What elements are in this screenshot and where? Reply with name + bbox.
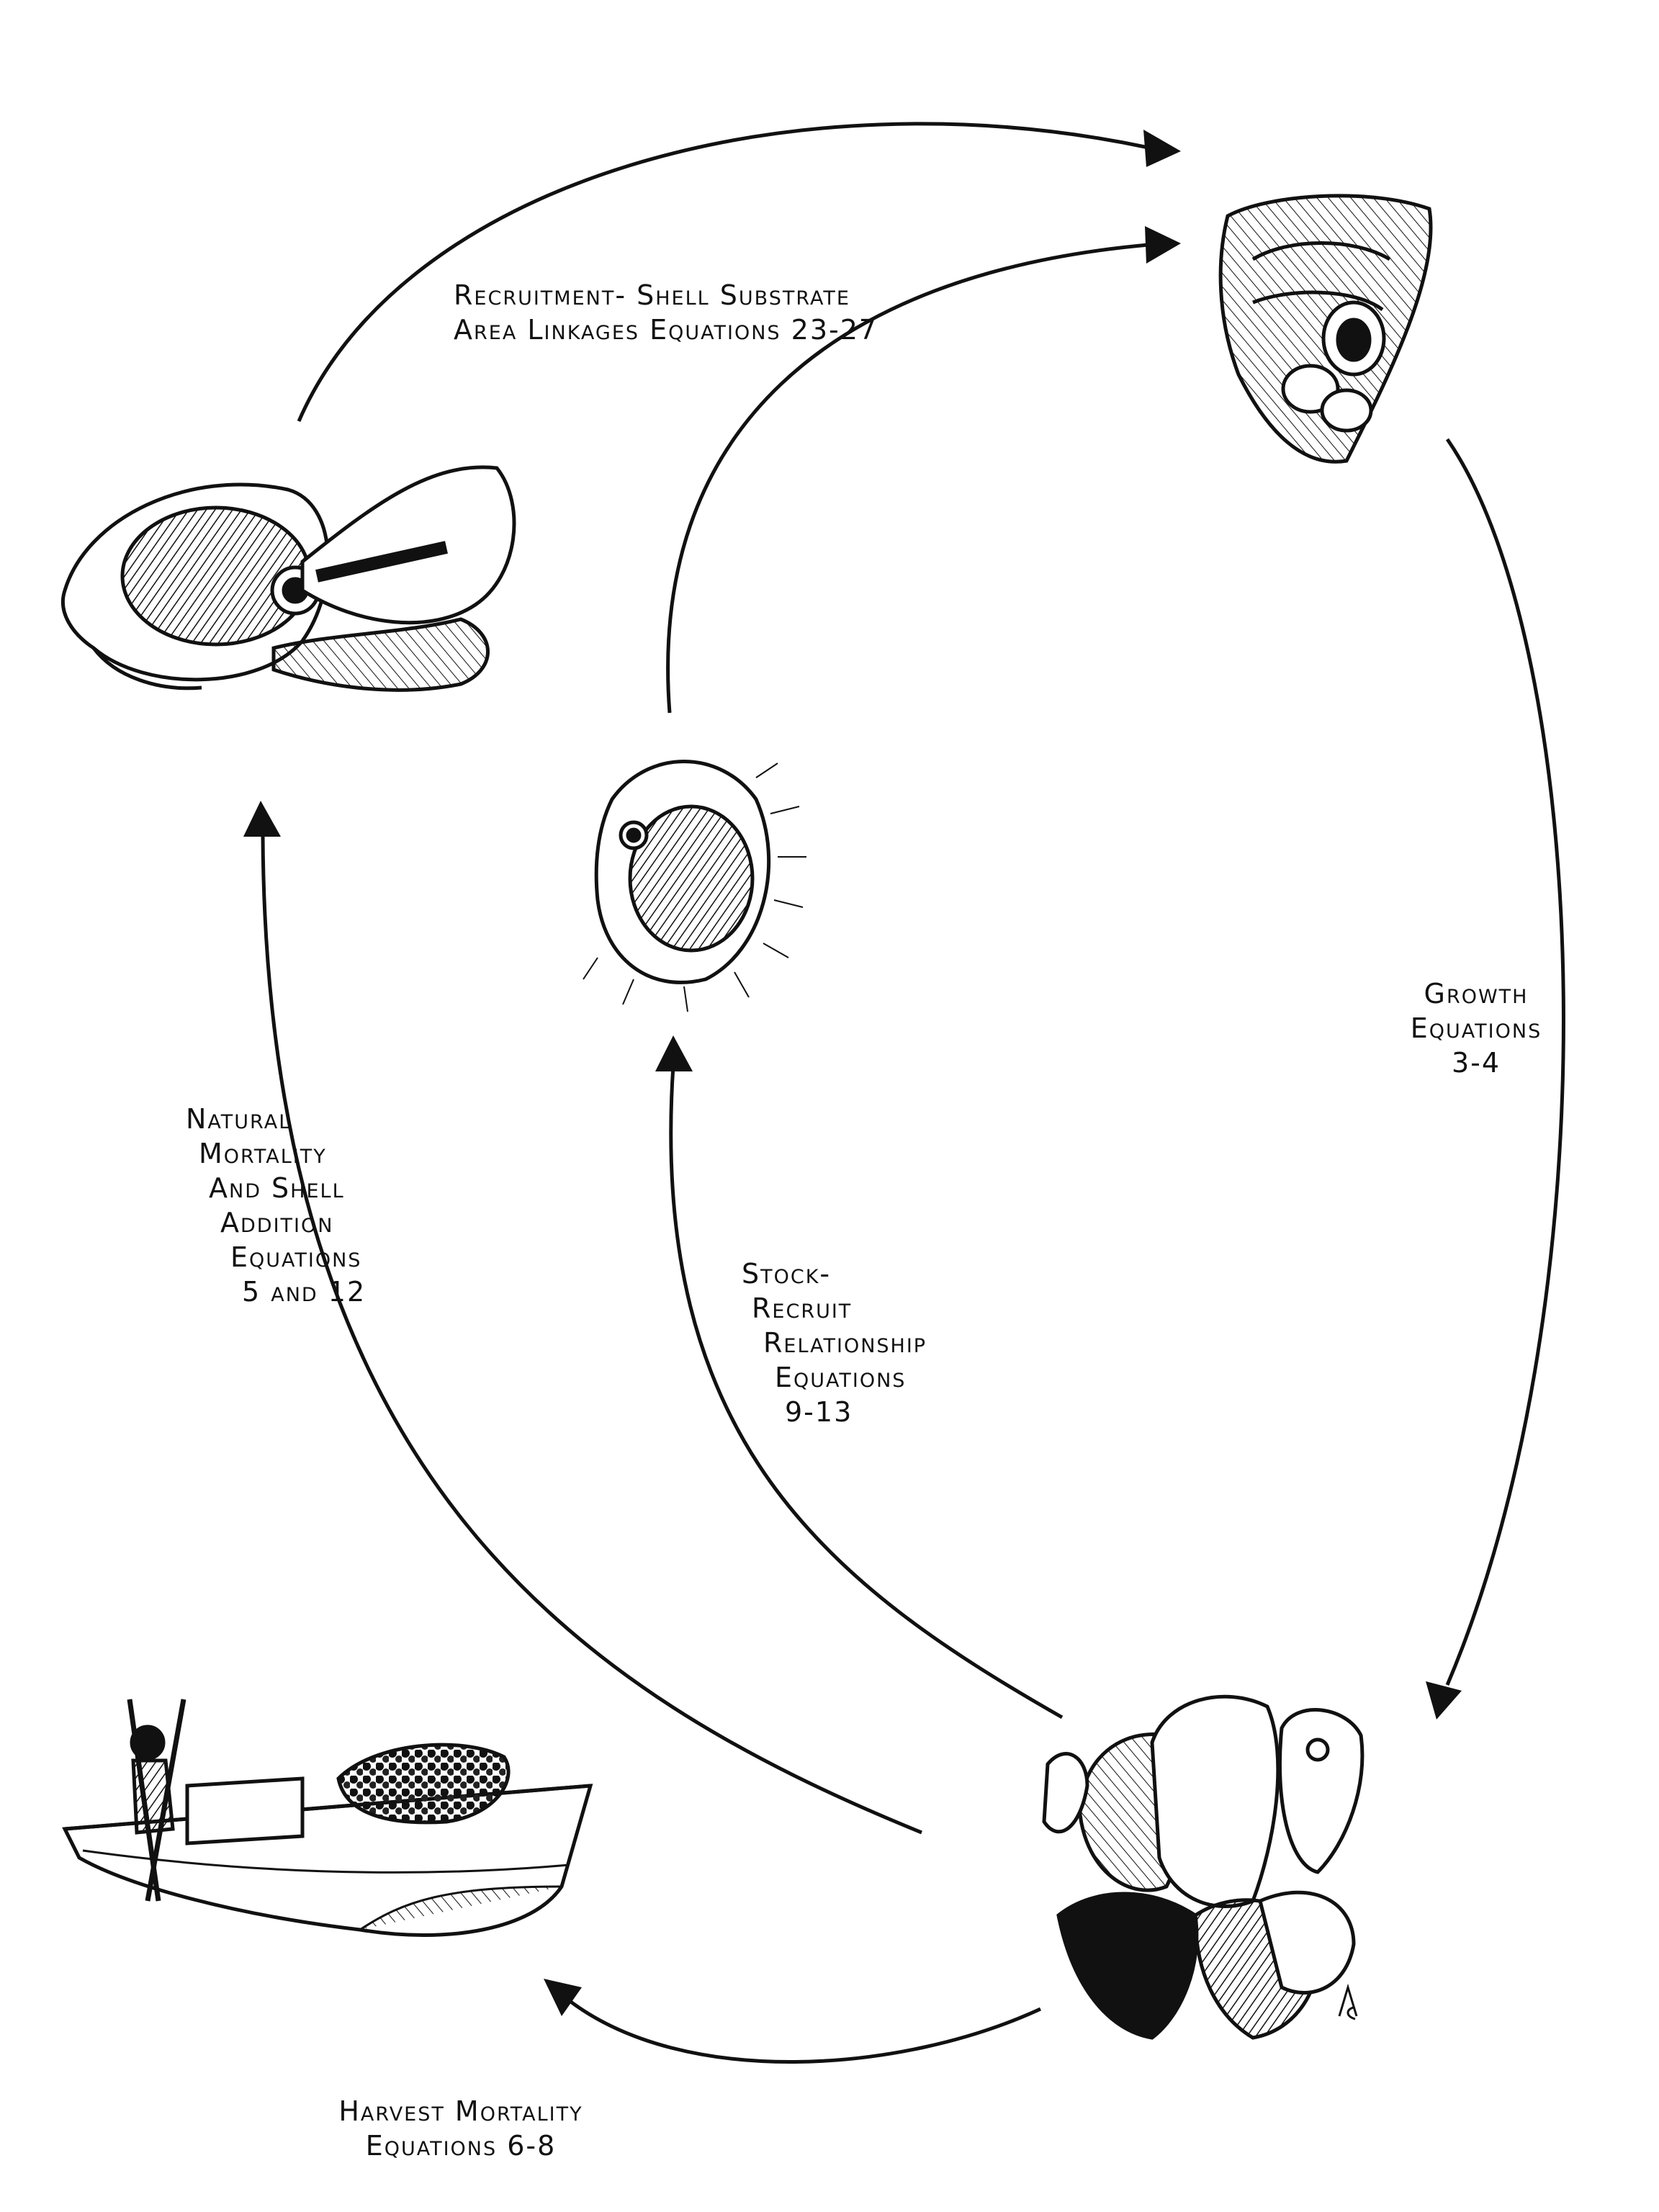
stock-recruit-line2: Recruit bbox=[752, 1292, 853, 1324]
arrow-growth bbox=[1426, 438, 1565, 1719]
juvenile-oyster-illustration bbox=[1218, 194, 1433, 464]
growth-label-line3: 3-4 bbox=[1451, 1047, 1501, 1079]
arrow-spat-to-juvenile bbox=[666, 226, 1181, 714]
natural-mortality-line6: 5 and 12 bbox=[242, 1276, 367, 1308]
harvest-label-line1: Harvest Mortality bbox=[338, 2095, 583, 2127]
oyster-cluster-illustration bbox=[1042, 1694, 1364, 2040]
growth-label-line1: Growth bbox=[1424, 978, 1529, 1010]
harvest-boat-illustration bbox=[62, 1699, 593, 1937]
natural-mortality-label: Natural Mortality And Shell Addition Equ… bbox=[173, 1102, 374, 1309]
recruitment-label-line1: Recruitment- Shell Substrate bbox=[454, 279, 850, 311]
spat-illustration bbox=[583, 760, 806, 1012]
recruitment-label: Recruitment- Shell Substrate Area Linkag… bbox=[454, 278, 878, 347]
natural-mortality-line2: Mortality bbox=[199, 1138, 327, 1169]
arrow-stock-recruit bbox=[655, 1035, 1064, 1719]
growth-label-line2: Equations bbox=[1410, 1012, 1542, 1044]
open-oyster-illustration bbox=[60, 465, 516, 692]
arrow-recruitment-outer bbox=[297, 122, 1181, 422]
arrow-harvest bbox=[544, 1979, 1042, 2064]
stock-recruit-line3: Relationship bbox=[763, 1327, 927, 1359]
natural-mortality-line1: Natural bbox=[186, 1103, 292, 1135]
stock-recruit-line5: 9-13 bbox=[785, 1396, 853, 1428]
natural-mortality-line4: Addition bbox=[220, 1207, 334, 1238]
harvest-label: Harvest Mortality Equations 6-8 bbox=[317, 2094, 605, 2163]
natural-mortality-line5: Equations bbox=[230, 1241, 362, 1273]
stock-recruit-line4: Equations bbox=[775, 1362, 907, 1393]
natural-mortality-line3: And Shell bbox=[209, 1172, 345, 1204]
growth-label: Growth Equations 3-4 bbox=[1404, 976, 1548, 1080]
artist-signature bbox=[1338, 1983, 1358, 2020]
stock-recruit-label: Stock- Recruit Relationship Equations 9-… bbox=[742, 1256, 927, 1429]
stock-recruit-line1: Stock- bbox=[742, 1258, 832, 1290]
recruitment-label-line2: Area Linkages Equations 23-27 bbox=[454, 314, 878, 346]
arrow-natural-mortality bbox=[243, 801, 922, 1835]
harvest-label-line2: Equations 6-8 bbox=[365, 2130, 557, 2162]
